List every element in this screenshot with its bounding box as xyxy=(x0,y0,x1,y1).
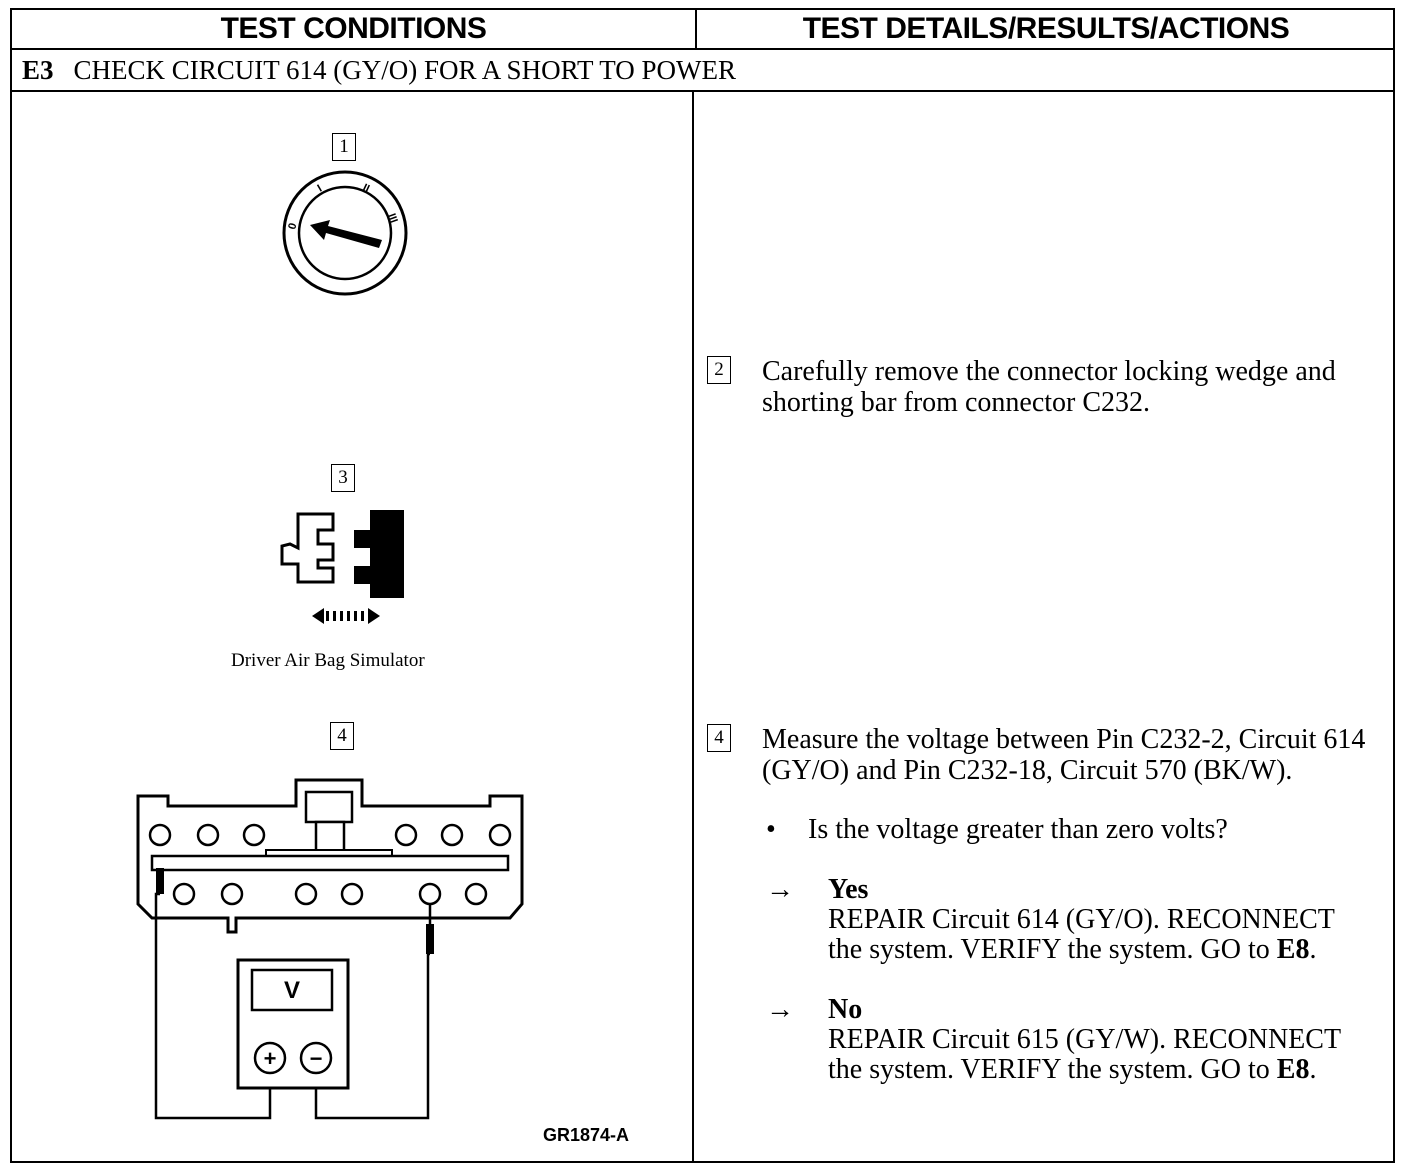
no-goto: E8 xyxy=(1276,1054,1310,1085)
header-divider xyxy=(695,10,697,48)
step-title: E3 CHECK CIRCUIT 614 (GY/O) FOR A SHORT T… xyxy=(22,50,736,90)
yes-goto: E8 xyxy=(1276,934,1310,965)
figure-code: GR1874-A xyxy=(543,1125,630,1145)
step-id: E3 xyxy=(22,55,54,85)
connector-voltmeter-illustration: V + − xyxy=(136,778,524,1120)
double-arrow-icon xyxy=(312,608,324,624)
svg-text:−: − xyxy=(310,1046,323,1071)
no-action-line-2: the system. VERIFY the system. GO to E8. xyxy=(828,1054,1317,1085)
svg-text:+: + xyxy=(264,1046,277,1071)
figure-3-number: 3 xyxy=(331,464,355,492)
step-4-number: 4 xyxy=(707,724,731,752)
no-label: No xyxy=(828,994,863,1025)
yes-label: Yes xyxy=(828,874,869,905)
step-4-text: Measure the voltage between Pin C232-2, … xyxy=(762,724,1366,786)
header-test-details: TEST DETAILS/RESULTS/ACTIONS xyxy=(802,12,1290,45)
yes-action-line-2: the system. VERIFY the system. GO to E8. xyxy=(828,934,1317,965)
ignition-key-arrow-icon xyxy=(310,220,382,248)
meter-plus-terminal-icon xyxy=(253,1041,287,1075)
figure-1-number: 1 xyxy=(332,133,356,161)
yes-action-line-1: REPAIR Circuit 614 (GY/O). RECONNECT xyxy=(828,904,1335,935)
question-text: Is the voltage greater than zero volts? xyxy=(808,814,1228,845)
meter-minus-terminal-icon xyxy=(299,1041,333,1075)
ignition-pos-3: III xyxy=(385,212,399,225)
air-bag-simulator-connector-illustration xyxy=(280,510,404,624)
header-rule xyxy=(12,48,1393,50)
step-2-number: 2 xyxy=(707,356,731,384)
simulator-caption: Driver Air Bag Simulator xyxy=(231,650,425,671)
step-title-text: CHECK CIRCUIT 614 (GY/O) FOR A SHORT TO … xyxy=(73,55,736,85)
yes-arrow-icon: → xyxy=(766,874,794,905)
column-divider xyxy=(692,92,694,1161)
meter-v-label: V xyxy=(284,977,300,1004)
question-bullet: • xyxy=(766,814,776,845)
ignition-switch-illustration: 0 I II III xyxy=(282,170,408,296)
title-rule xyxy=(12,90,1393,92)
no-arrow-icon: → xyxy=(766,994,794,1025)
figure-4-number: 4 xyxy=(330,722,354,750)
no-action-line-1: REPAIR Circuit 615 (GY/W). RECONNECT xyxy=(828,1024,1342,1055)
step-2-text: Carefully remove the connector locking w… xyxy=(762,356,1336,418)
ignition-pos-2: II xyxy=(361,182,372,195)
header-test-conditions: TEST CONDITIONS xyxy=(220,12,487,45)
ignition-pos-1: I xyxy=(316,183,325,195)
ignition-pos-0: 0 xyxy=(286,222,299,231)
test-table: TEST CONDITIONS TEST DETAILS/RESULTS/ACT… xyxy=(10,8,1395,1163)
